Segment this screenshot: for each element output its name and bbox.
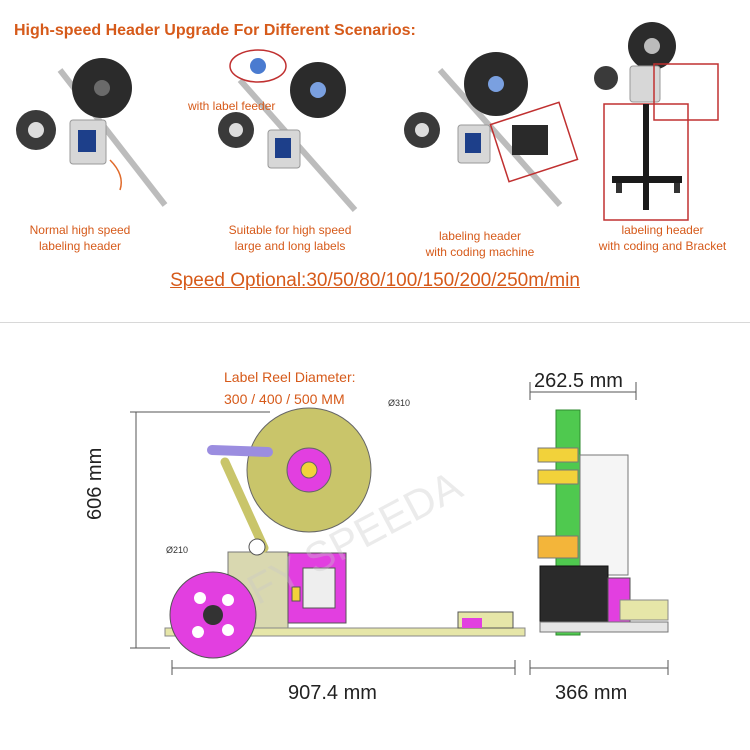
caption-line: large and long labels xyxy=(234,239,346,253)
divider xyxy=(0,322,750,323)
caption-line: with coding machine xyxy=(425,245,535,259)
scenario-2-machine xyxy=(218,49,358,212)
bottom-width-dimension-label: 366 mm xyxy=(555,682,628,704)
length-dimension-label: 907.4 mm xyxy=(288,682,377,704)
caption-line: with coding and Bracket xyxy=(598,239,727,253)
reel-sizes: 300 / 400 / 500 MM xyxy=(224,391,345,407)
front-view-machine xyxy=(164,407,526,659)
reel-diameter-info: Label Reel Diameter: 300 / 400 / 500 MM xyxy=(224,366,356,410)
small-reel-diameter-label: Ø210 xyxy=(166,545,189,555)
dimension-lines xyxy=(130,382,669,675)
caption-line: labeling header xyxy=(38,239,122,253)
side-view-machine xyxy=(537,409,669,636)
callout-label-feeder: with label feeder xyxy=(188,99,276,113)
caption-line: labeling header xyxy=(621,223,704,237)
scenario-3-machine xyxy=(404,52,579,207)
caption-line: Normal high speed xyxy=(29,223,131,237)
scenario-4-machine xyxy=(594,22,719,221)
scenario-1-machine xyxy=(16,58,168,207)
top-width-dimension-label: 262.5 mm xyxy=(534,370,623,392)
height-dimension-label: 606 mm xyxy=(84,447,106,520)
page-title: High-speed Header Upgrade For Different … xyxy=(14,22,416,39)
reel-title: Label Reel Diameter: xyxy=(224,369,356,385)
caption-scenario-2: Suitable for high speed large and long l… xyxy=(205,222,375,254)
caption-scenario-3: labeling header with coding machine xyxy=(400,228,560,260)
big-reel-diameter-label: Ø310 xyxy=(388,398,411,408)
caption-scenario-1: Normal high speed labeling header xyxy=(10,222,150,254)
speed-options: Speed Optional:30/50/80/100/150/200/250m… xyxy=(170,270,580,291)
caption-scenario-4: labeling header with coding and Bracket xyxy=(580,222,745,254)
caption-line: labeling header xyxy=(438,229,522,243)
caption-line: Suitable for high speed xyxy=(228,223,352,237)
